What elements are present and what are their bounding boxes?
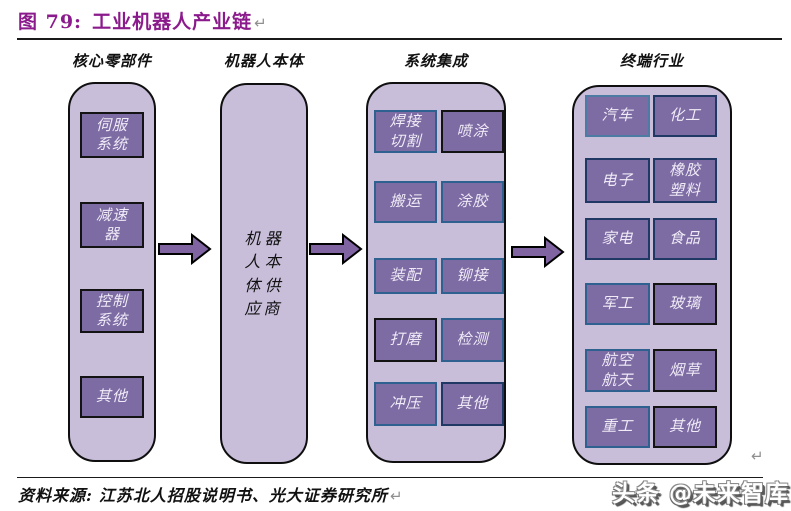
watermark: 头条 @未来智库 bbox=[611, 481, 789, 507]
column-header-end-industries: 终端行业 bbox=[619, 52, 684, 70]
node-automotive: 汽车 bbox=[585, 95, 650, 137]
node-other-industries: 其他 bbox=[653, 406, 717, 448]
node-military: 军工 bbox=[585, 283, 650, 325]
node-reducer: 减速 器 bbox=[80, 202, 144, 248]
return-mark-icon: ↵ bbox=[389, 487, 404, 505]
node-other-components: 其他 bbox=[80, 376, 144, 418]
node-aerospace: 航空 航天 bbox=[585, 349, 650, 392]
node-electronics: 电子 bbox=[585, 158, 650, 203]
flow-arrow-right bbox=[158, 233, 212, 265]
node-polishing: 打磨 bbox=[374, 318, 437, 362]
column-header-core-components: 核心零部件 bbox=[71, 52, 152, 70]
node-gluing: 涂胶 bbox=[441, 181, 504, 223]
node-food: 食品 bbox=[653, 218, 717, 260]
return-mark-icon: ↵ bbox=[254, 14, 268, 32]
source-note: 资料来源: 江苏北人招股说明书、光大证券研究所↵ bbox=[18, 482, 404, 506]
node-welding-cutting: 焊接 切割 bbox=[374, 110, 437, 153]
node-rubber-plastics: 橡胶 塑料 bbox=[653, 158, 717, 203]
column-header-system-integration: 系统集成 bbox=[403, 52, 468, 70]
figure-number: 图 79: bbox=[18, 11, 83, 33]
node-glass: 玻璃 bbox=[653, 283, 717, 325]
node-stamping: 冲压 bbox=[374, 382, 437, 426]
flow-arrow-right bbox=[309, 233, 363, 265]
node-inspection: 检测 bbox=[441, 318, 504, 362]
node-heavy-industry: 重工 bbox=[585, 406, 650, 448]
node-robot-body-supplier: 机器人本体供应商 bbox=[244, 229, 284, 318]
node-control-system: 控制 系统 bbox=[80, 289, 144, 333]
node-home-appliance: 家电 bbox=[585, 218, 650, 260]
node-servo-system: 伺服 系统 bbox=[80, 112, 144, 158]
footer-divider bbox=[17, 477, 763, 478]
node-assembly: 装配 bbox=[374, 258, 437, 294]
return-mark-icon: ↵ bbox=[751, 447, 764, 465]
node-tobacco: 烟草 bbox=[653, 349, 717, 392]
flow-arrow-right bbox=[511, 236, 565, 268]
source-label: 资料来源: bbox=[18, 486, 93, 505]
node-riveting: 铆接 bbox=[441, 258, 504, 294]
column-header-robot-body: 机器人本体 bbox=[223, 52, 304, 70]
node-chemical: 化工 bbox=[653, 95, 717, 137]
caption-divider bbox=[17, 38, 782, 40]
group-end-industries bbox=[572, 85, 732, 465]
group-robot-body: 机器人本体供应商 bbox=[220, 83, 308, 464]
source-text: 江苏北人招股说明书、光大证券研究所 bbox=[98, 486, 388, 505]
figure-title: 工业机器人产业链 bbox=[92, 11, 253, 33]
node-spraying: 喷涂 bbox=[441, 110, 504, 153]
figure-caption: 图 79: 工业机器人产业链↵ bbox=[18, 7, 268, 34]
node-handling: 搬运 bbox=[374, 181, 437, 223]
node-other-integration: 其他 bbox=[441, 382, 504, 426]
